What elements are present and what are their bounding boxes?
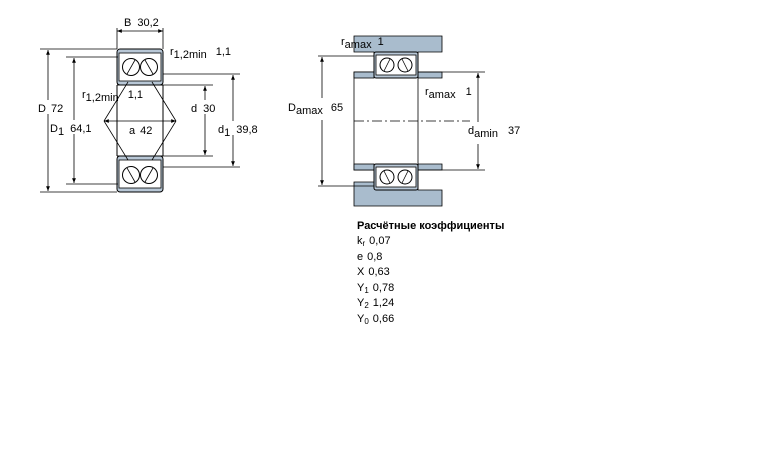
shaft bbox=[353, 71, 470, 171]
bearing-section bbox=[103, 48, 177, 193]
contact-angle-lines bbox=[103, 81, 177, 161]
coefficients-heading: Расчётные коэффициенты bbox=[357, 220, 505, 232]
dimension-lines-right bbox=[318, 55, 485, 187]
extension-lines-left bbox=[40, 28, 240, 193]
mounting-view bbox=[353, 35, 470, 207]
bearing-top-section bbox=[116, 48, 164, 86]
mounted-bearing-bottom bbox=[373, 163, 419, 191]
bearing-bottom-section bbox=[116, 155, 164, 193]
mounted-bearing-top bbox=[373, 51, 419, 79]
